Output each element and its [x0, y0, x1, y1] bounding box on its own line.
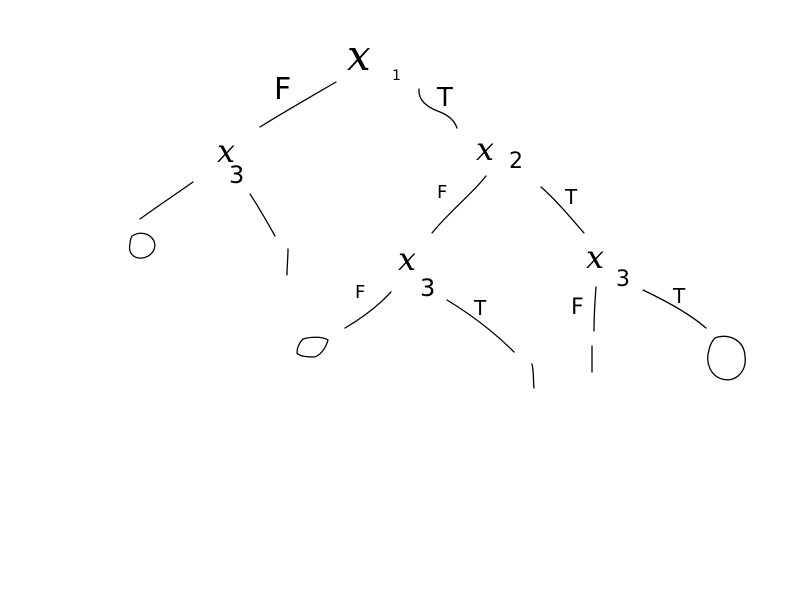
- edge-label-rr-true: T: [672, 284, 686, 308]
- svg-text:x: x: [347, 31, 371, 80]
- edge-label-rl-true: T: [473, 296, 487, 320]
- node-right-right: x 3: [586, 238, 630, 292]
- svg-text:2: 2: [509, 149, 523, 174]
- svg-text:3: 3: [616, 267, 630, 292]
- edge-root-left: [259, 81, 337, 128]
- node-root: x 1: [347, 31, 401, 84]
- leaf-rr-true-shape: [707, 335, 746, 381]
- leaf-rr-false: 1: [585, 349, 600, 377]
- edge-root-right: [418, 88, 458, 129]
- svg-text:x: x: [476, 130, 494, 168]
- edge-right-true: [540, 186, 585, 234]
- leaf-rl-false-shape: [296, 336, 329, 358]
- edge-label-root-false: F: [274, 72, 291, 107]
- node-right-left: x 3: [398, 240, 435, 302]
- svg-text:1: 1: [392, 68, 401, 84]
- edge-rl-true: [446, 299, 515, 353]
- edge-label-rl-false: F: [355, 282, 365, 303]
- edge-label-rr-false: F: [571, 295, 584, 320]
- svg-text:3: 3: [229, 161, 244, 189]
- svg-text:x: x: [586, 238, 604, 276]
- edge-rr-false: [593, 286, 597, 332]
- edge-rr-true: [642, 289, 707, 329]
- edge-label-root-true: T: [436, 83, 453, 113]
- edge-right-false: [431, 175, 487, 234]
- edge-rl-false: [344, 291, 392, 329]
- node-left: x 3: [217, 132, 244, 189]
- leaf-rl-false: 0: [303, 334, 318, 362]
- leaf-rl-true-stroke: [531, 363, 535, 389]
- edge-left-true: [249, 193, 276, 237]
- leaf-left-false-shape: [128, 232, 156, 259]
- leaf-rr-true: 0: [717, 348, 732, 376]
- node-right: x 2: [476, 130, 523, 174]
- svg-text:x: x: [398, 240, 416, 278]
- svg-text:x: x: [217, 132, 235, 170]
- leaf-left-true: 1: [280, 252, 295, 280]
- edge-label-right-true: T: [564, 185, 578, 209]
- edge-label-right-false: F: [437, 182, 447, 203]
- svg-text:3: 3: [420, 274, 435, 302]
- edge-left-false: [139, 181, 194, 220]
- leaf-left-true-stroke: [286, 248, 289, 276]
- leaf-left-false: 0: [133, 234, 148, 262]
- leaf-rl-true: 1: [526, 364, 541, 392]
